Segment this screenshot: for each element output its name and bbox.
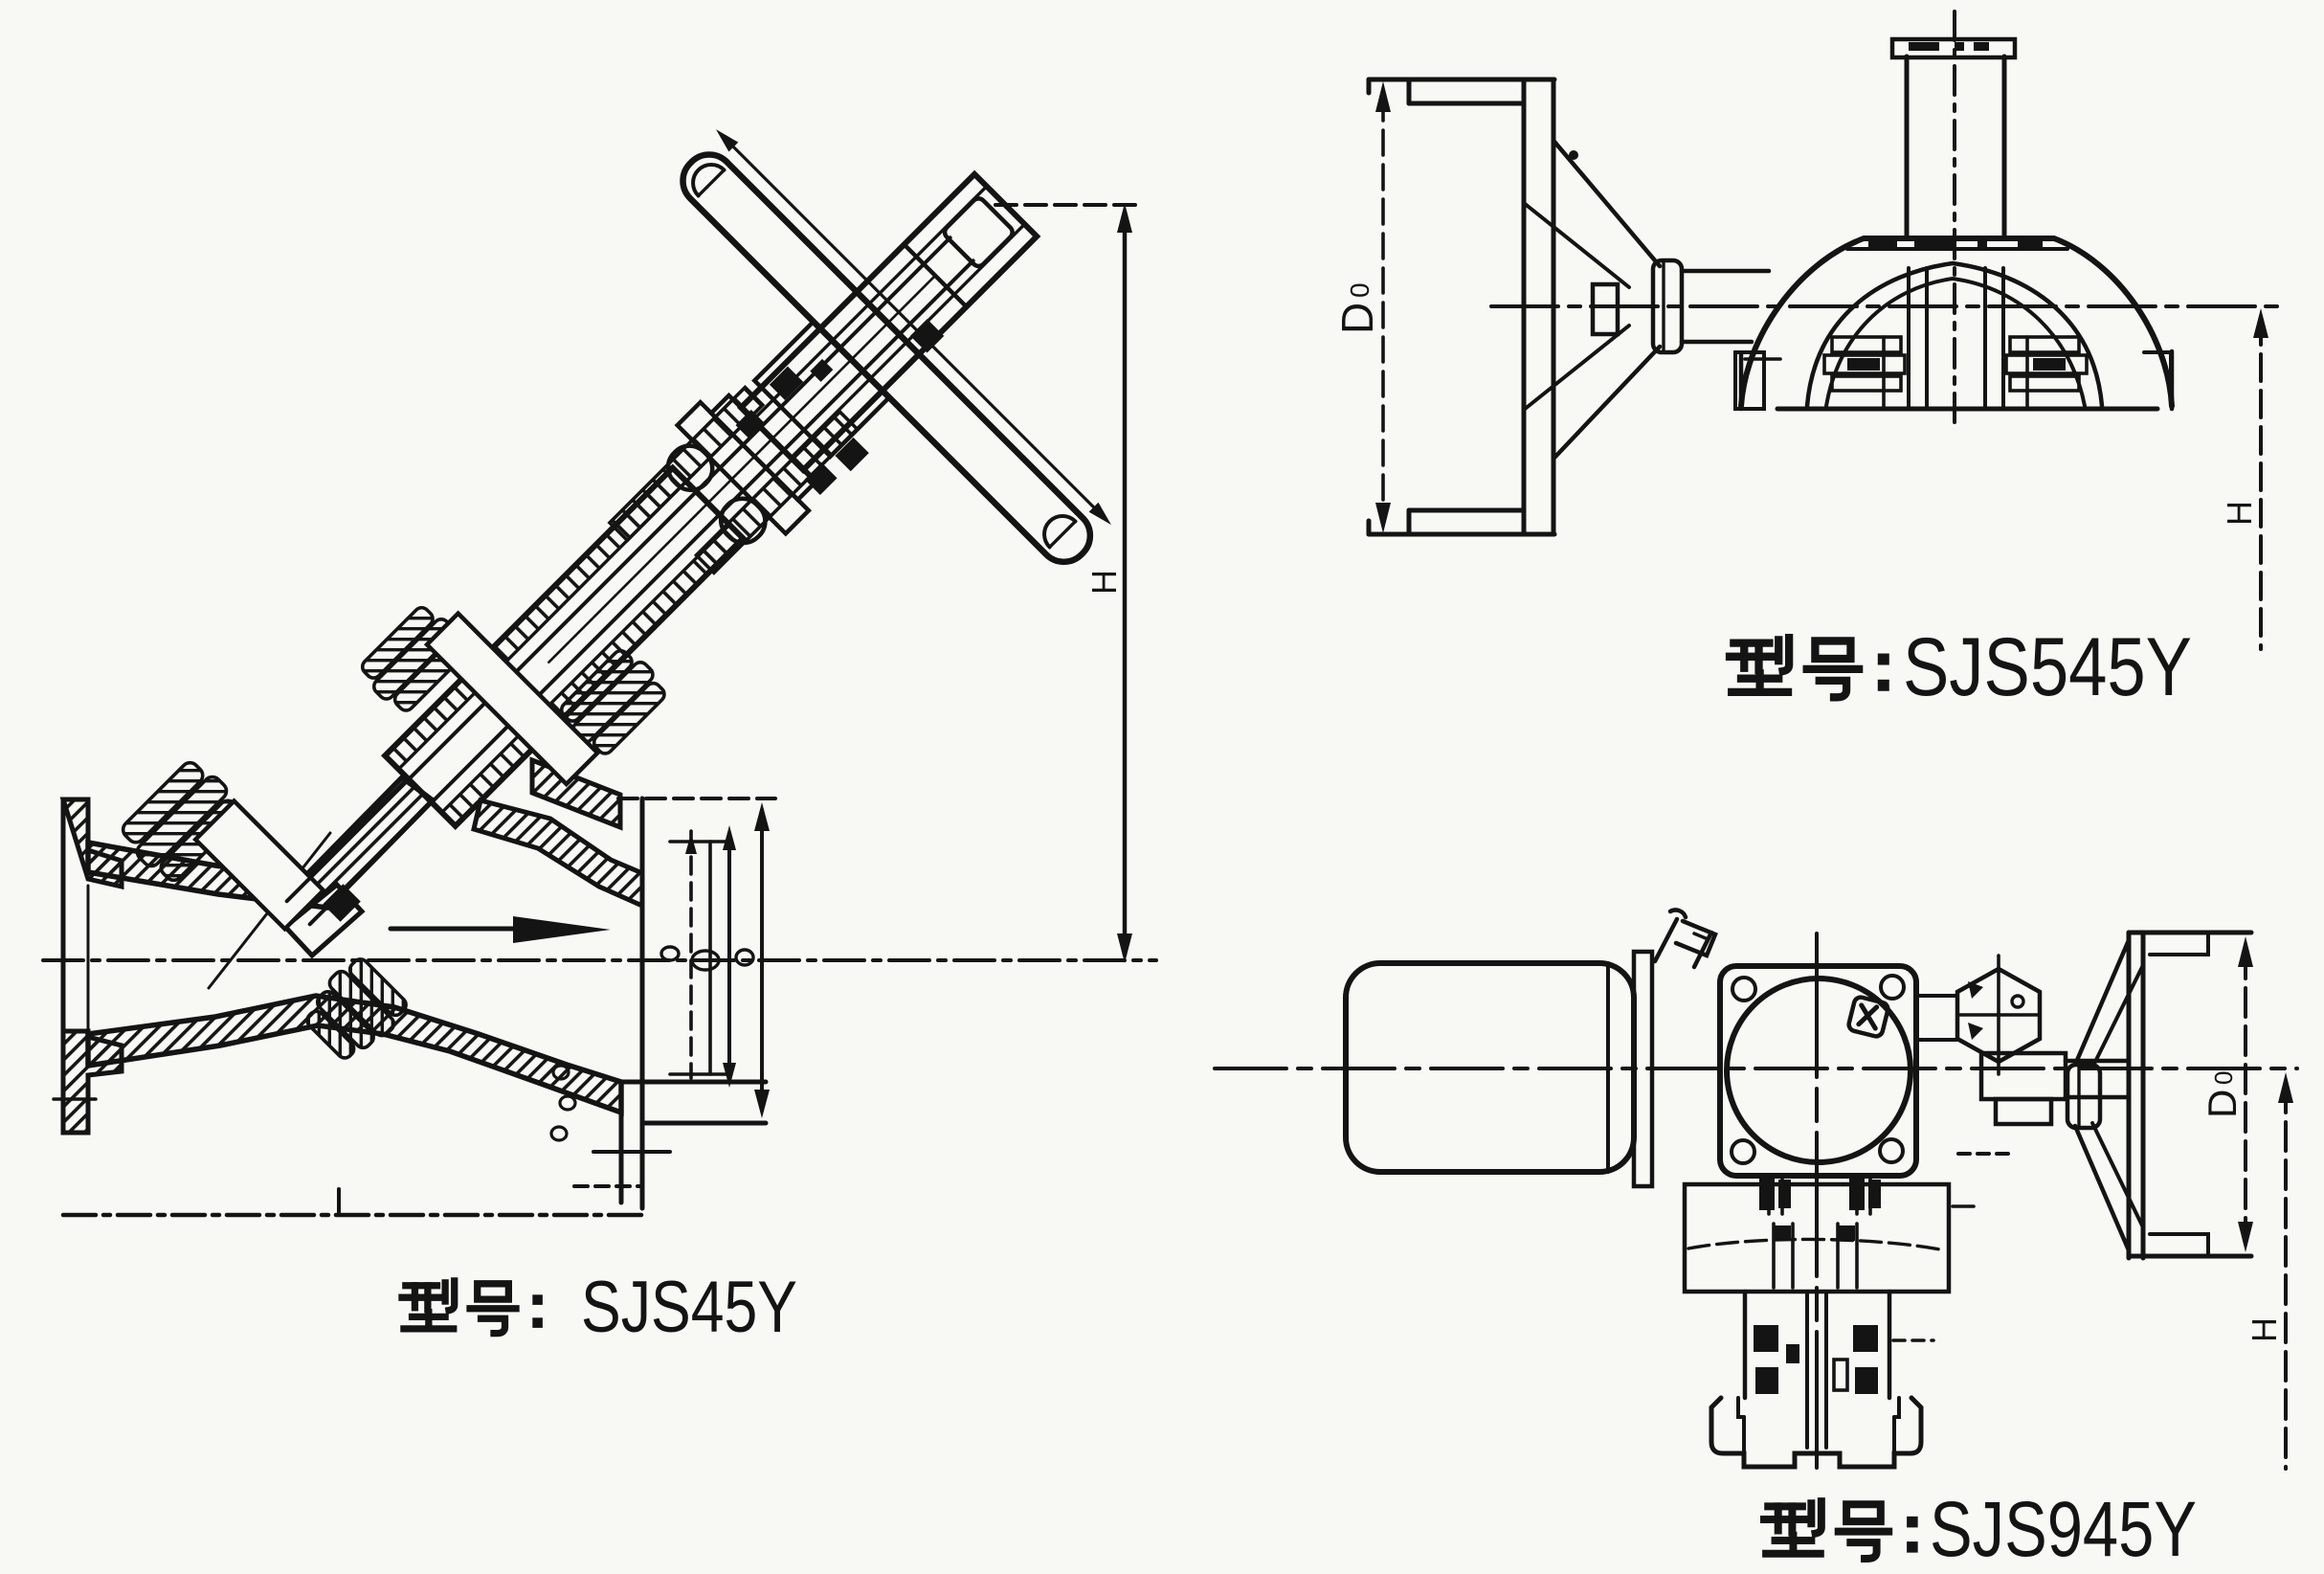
- svg-text:D: D: [2200, 1090, 2245, 1118]
- svg-text:H: H: [1084, 570, 1124, 595]
- svg-text:0: 0: [2209, 1071, 2238, 1085]
- svg-text:0: 0: [1345, 282, 1374, 298]
- svg-text:H: H: [2245, 1317, 2284, 1342]
- svg-text:H: H: [2220, 501, 2259, 526]
- svg-text:SJS45Y: SJS45Y: [581, 1267, 797, 1348]
- svg-text:SJS945Y: SJS945Y: [1930, 1486, 2197, 1573]
- svg-text:D: D: [1332, 303, 1382, 334]
- svg-text:SJS545Y: SJS545Y: [1903, 621, 2192, 713]
